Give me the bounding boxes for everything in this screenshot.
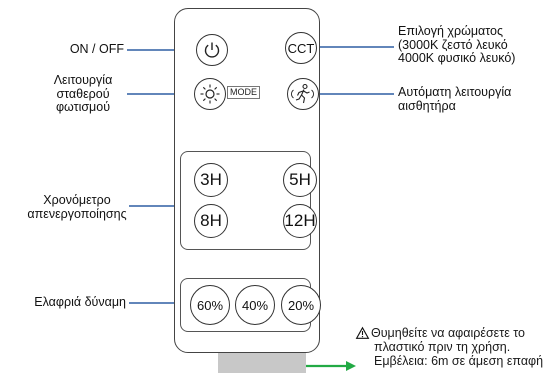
color-select-line-3: 4000K φυσικό λευκό) [398,51,516,65]
cct-button[interactable]: CCT [285,32,317,64]
dim-60-label: 60% [196,297,224,313]
auto-sensor-line-2: αισθητήρα [398,98,456,113]
timer-8h-label: 8H [200,211,222,230]
dim-40-label: 40% [241,297,269,313]
on-off-callout: ON / OFF [48,42,124,57]
timer-5h-button[interactable]: 5H [283,163,317,197]
constant-light-line-2: σταθερού [56,86,110,101]
color-select-line-1: Επιλογή χρώματος [398,24,504,38]
constant-light-line-1: Λειτουργία [53,73,113,87]
dim-label: Ελαφριά δύναμη [34,295,126,309]
dim-callout: Ελαφριά δύναμη [10,295,126,310]
color-select-callout: Επιλογή χρώματος (3000K ζεστό λευκό 4000… [398,24,516,66]
timer-8h-button[interactable]: 8H [194,204,228,238]
mode-label: MODE [227,86,260,99]
color-select-line-2: (3000K ζεστό λευκό [398,37,508,52]
timer-12h-label: 12H [284,211,316,230]
constant-light-callout: Λειτουργία σταθερού φωτισμού [42,73,124,115]
warning-triangle-icon [355,326,370,339]
walking-person-icon [291,83,314,104]
dim-20-button[interactable]: 20% [281,285,321,325]
constant-light-button[interactable] [194,78,226,110]
auto-sensor-line-1: Αυτόματη λειτουργία [398,85,512,99]
timer-3h-button[interactable]: 3H [194,163,228,197]
sun-icon [200,84,220,104]
battery-pull-tab[interactable] [218,353,306,373]
sensor-mode-button[interactable] [287,78,319,110]
timer-3h-label: 3H [200,170,222,189]
auto-sensor-callout: Αυτόματη λειτουργία αισθητήρα [398,85,512,113]
dim-40-button[interactable]: 40% [235,285,275,325]
constant-light-line-3: φωτισμού [55,100,111,114]
power-button[interactable] [196,34,228,66]
cct-button-label: CCT [287,40,315,56]
pull-tab-arrow-head [346,361,356,371]
power-icon [204,42,220,58]
timer-5h-label: 5H [289,170,311,189]
warning-line-2: πλαστικό πριν τη χρήση. [374,340,511,354]
dim-60-button[interactable]: 60% [190,285,230,325]
warning-note: Θυμηθείτε να αφαιρέσετε το πλαστικό πριν… [355,326,543,368]
warning-line-1: Θυμηθείτε να αφαιρέσετε το [371,326,525,340]
timer-12h-button[interactable]: 12H [283,204,317,238]
timer-callout: Χρονόμετρο απενεργοποίησης [26,193,128,221]
on-off-label: ON / OFF [69,42,124,56]
timer-callout-line-2: απενεργοποίησης [27,206,127,221]
warning-line-3: Εμβέλεια: 6m σε άμεση επαφή [374,354,543,368]
dim-20-label: 20% [287,297,315,313]
timer-callout-line-1: Χρονόμετρο [43,193,111,207]
